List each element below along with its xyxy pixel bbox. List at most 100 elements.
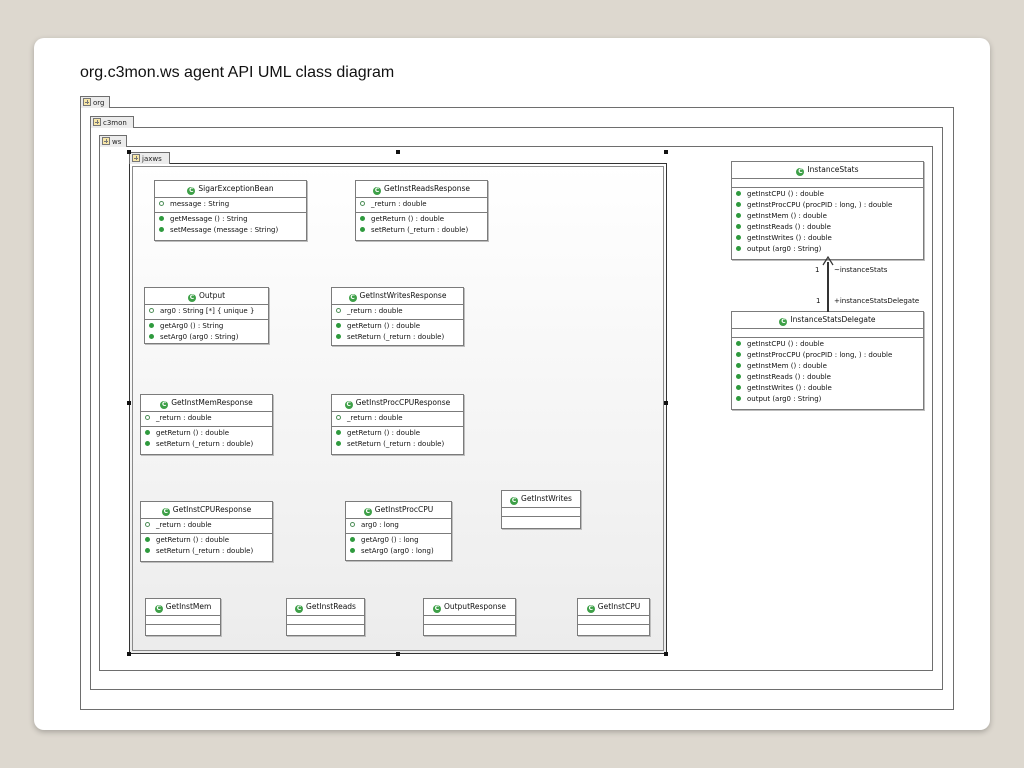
resize-handle[interactable] (396, 652, 400, 656)
package-frame-c3mon[interactable] (90, 127, 943, 690)
class-name: InstanceStatsDelegate (790, 315, 876, 324)
attribute-icon (149, 308, 154, 313)
operation: setReturn (_return : double) (347, 440, 445, 448)
package-label: c3mon (103, 119, 127, 127)
class-icon: C (187, 294, 196, 302)
operation: setReturn (_return : double) (156, 440, 254, 448)
operation-icon (736, 246, 741, 251)
resize-handle[interactable] (127, 652, 131, 656)
class-icon: C (160, 401, 169, 409)
operation: getInstReads () : double (747, 373, 831, 381)
package-tab-jaxws[interactable]: jaxws (129, 152, 170, 164)
role-label-instance-stats-delegate: +instanceStatsDelegate (834, 297, 920, 305)
resize-handle[interactable] (127, 401, 131, 405)
operations-compartment: getInstCPU () : double getInstProcCPU (p… (732, 187, 923, 257)
class-name: Output (198, 291, 226, 300)
attributes-compartment: arg0 : long (346, 518, 451, 533)
operation: getArg0 () : long (361, 536, 419, 544)
operations-compartment: getMessage () : String setMessage (messa… (155, 212, 306, 238)
class-icon: C (154, 605, 163, 613)
class-name: GetInstReadsResponse (384, 184, 470, 193)
attribute: arg0 : String [*] { unique } (160, 307, 255, 315)
class-name: GetInstCPUResponse (172, 505, 252, 514)
package-tab-c3mon[interactable]: c3mon (90, 116, 134, 128)
attributes-compartment: _return : double (141, 411, 272, 426)
attribute: _return : double (347, 307, 403, 315)
attribute: _return : double (347, 414, 403, 422)
association-line[interactable] (827, 262, 829, 312)
operations-compartment: getReturn () : double setReturn (_return… (141, 533, 272, 559)
attribute-icon (145, 522, 150, 527)
operation-icon (350, 537, 355, 542)
class-name: GetInstCPU (597, 602, 641, 611)
operation-icon (736, 396, 741, 401)
operation-icon (736, 352, 741, 357)
operation: getInstProcCPU (procPID : long, ) : doub… (747, 201, 893, 209)
package-tab-ws[interactable]: ws (99, 135, 127, 147)
class-name: GetInstWritesResponse (359, 291, 447, 300)
attributes-compartment (146, 615, 220, 624)
operations-compartment (287, 624, 364, 633)
arrow-head-icon (822, 256, 834, 266)
class-icon: C (161, 508, 170, 516)
operation: setArg0 (arg0 : long) (361, 547, 434, 555)
operations-compartment: getReturn () : double setReturn (_return… (332, 319, 463, 345)
resize-handle[interactable] (664, 150, 668, 154)
operation: setReturn (_return : double) (371, 226, 469, 234)
operation-icon (145, 441, 150, 446)
attribute-icon (145, 415, 150, 420)
attribute-icon (336, 415, 341, 420)
package-label: ws (112, 138, 122, 146)
operation: getReturn () : double (156, 429, 230, 437)
operation-icon (360, 216, 365, 221)
resize-handle[interactable] (127, 150, 131, 154)
resize-handle[interactable] (664, 401, 668, 405)
package-frame-org[interactable] (80, 107, 954, 710)
resize-handle[interactable] (664, 652, 668, 656)
class-name: GetInstProcCPU (374, 505, 434, 514)
operation: setReturn (_return : double) (347, 333, 445, 341)
attributes-compartment (732, 178, 923, 187)
operation: getInstProcCPU (procPID : long, ) : doub… (747, 351, 893, 359)
multiplicity-lower: 1 (816, 297, 821, 305)
operation-icon (360, 227, 365, 232)
class-icon: C (348, 294, 357, 302)
operation-icon (736, 202, 741, 207)
attribute: _return : double (156, 414, 212, 422)
attributes-compartment (502, 507, 580, 516)
operation-icon (149, 334, 154, 339)
package-frame-ws[interactable] (99, 146, 933, 671)
operation-icon (145, 548, 150, 553)
operation-icon (736, 385, 741, 390)
attributes-compartment (578, 615, 649, 624)
operation-icon (159, 227, 164, 232)
class-icon: C (432, 605, 441, 613)
package-icon (132, 154, 140, 162)
operation: getReturn () : double (371, 215, 445, 223)
package-tab-org[interactable]: org (80, 96, 110, 108)
class-icon: C (510, 497, 519, 505)
operation: setArg0 (arg0 : String) (160, 333, 239, 341)
operation-icon (736, 235, 741, 240)
package-inner-frame-jaxws (132, 166, 664, 651)
operation: getInstWrites () : double (747, 384, 832, 392)
resize-handle[interactable] (396, 150, 400, 154)
operation: getInstMem () : double (747, 212, 827, 220)
operation: getReturn () : double (347, 322, 421, 330)
operation-icon (336, 430, 341, 435)
